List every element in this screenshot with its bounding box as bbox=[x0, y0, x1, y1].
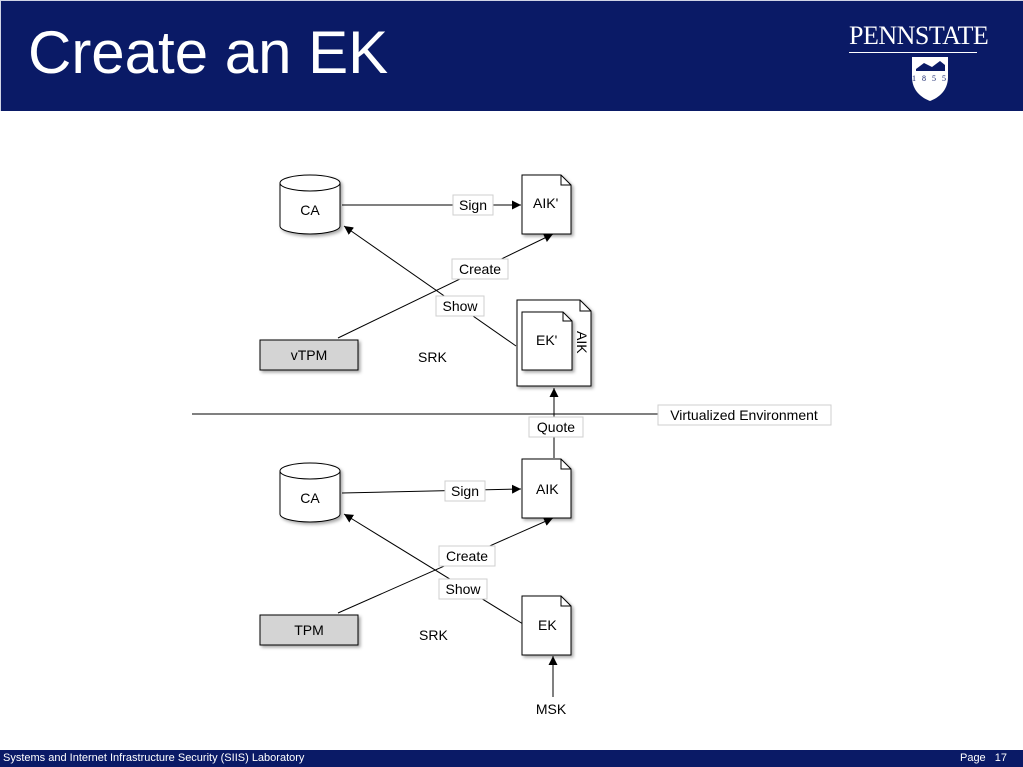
slide-title: Create an EK bbox=[28, 19, 389, 86]
quote-tag bbox=[528, 416, 584, 438]
arrow-vtpm-create-aik-prime bbox=[337, 233, 554, 339]
lower-sign-label: Sign bbox=[451, 483, 479, 499]
lower-ca-database bbox=[279, 462, 341, 523]
upper-show-tag bbox=[435, 295, 485, 317]
vtpm-box bbox=[259, 339, 359, 371]
slide-header: Create an EK PENNSTATE 1 8 5 5 bbox=[0, 0, 1023, 111]
quote-label: Quote bbox=[537, 419, 575, 435]
lower-show-tag bbox=[438, 578, 488, 600]
upper-ca-label: CA bbox=[300, 202, 320, 218]
virtualized-environment-label: Virtualized Environment bbox=[670, 407, 818, 423]
pennstate-logo: PENNSTATE 1 8 5 5 bbox=[849, 21, 989, 105]
page-indicator: Page 17 bbox=[954, 750, 1007, 767]
arrow-ek-show-ca bbox=[343, 513, 524, 625]
lower-show-label: Show bbox=[445, 581, 481, 597]
aik-prime-label: AIK' bbox=[533, 195, 558, 211]
page-label: Page bbox=[959, 752, 986, 764]
logo-rule bbox=[849, 52, 977, 53]
tpm-box bbox=[259, 614, 359, 646]
upper-ca-database bbox=[279, 174, 341, 235]
aik-prime-document bbox=[521, 174, 572, 235]
upper-create-label: Create bbox=[459, 261, 501, 277]
ek-document bbox=[521, 595, 572, 656]
aik-certificate-label: AIK bbox=[574, 331, 590, 354]
upper-srk-label: SRK bbox=[418, 349, 447, 365]
aik-label: AIK bbox=[536, 481, 559, 497]
vtpm-label: vTPM bbox=[291, 347, 328, 363]
virtualized-environment-tag bbox=[657, 404, 832, 426]
lower-create-label: Create bbox=[446, 548, 488, 564]
arrow-ek-prime-show-ca bbox=[343, 225, 517, 347]
upper-create-tag bbox=[451, 258, 509, 280]
lab-name: Systems and Internet Infrastructure Secu… bbox=[3, 752, 305, 764]
upper-sign-tag bbox=[452, 194, 494, 216]
ek-label: EK bbox=[538, 617, 557, 633]
slide-footer: Systems and Internet Infrastructure Secu… bbox=[0, 750, 1023, 767]
lower-ca-label: CA bbox=[300, 490, 320, 506]
ek-prime-document bbox=[521, 311, 573, 371]
ek-prime-label: EK' bbox=[536, 332, 557, 348]
arrow-ca-sign-aik bbox=[341, 484, 522, 494]
msk-label: MSK bbox=[536, 701, 567, 717]
aik-document bbox=[521, 458, 572, 519]
logo-year: 1 8 5 5 bbox=[912, 74, 948, 83]
logo-wordmark: PENNSTATE bbox=[849, 21, 989, 50]
page-number: 17 bbox=[994, 752, 1007, 764]
lower-create-tag bbox=[438, 545, 496, 567]
tpm-label: TPM bbox=[294, 622, 324, 638]
lower-srk-label: SRK bbox=[419, 627, 448, 643]
upper-show-label: Show bbox=[442, 298, 478, 314]
shield-icon: 1 8 5 5 bbox=[912, 57, 948, 101]
upper-sign-label: Sign bbox=[459, 197, 487, 213]
lower-sign-tag bbox=[444, 480, 486, 502]
